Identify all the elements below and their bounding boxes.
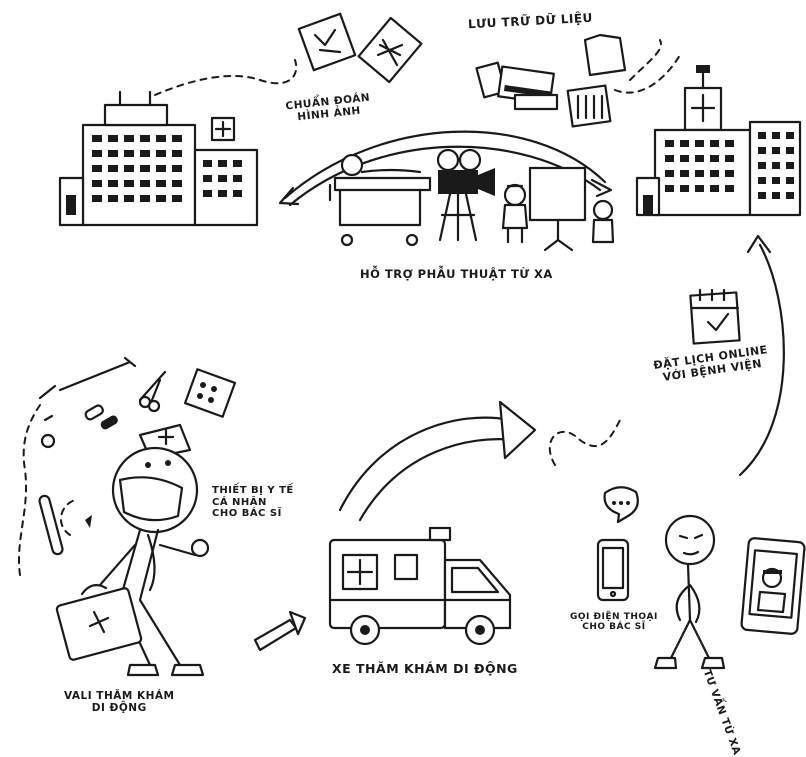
ambulance-icon: [330, 528, 510, 644]
label-thiet-bi-y-te: THIẾT BỊ Y TẾ CÁ NHÂN CHO BÁC SĨ: [212, 485, 294, 520]
medical-briefcase-icon: [56, 585, 142, 661]
presentation-screen-icon: [530, 168, 613, 250]
dashed-line-phone: [550, 420, 620, 465]
label-ho-tro-phau-thuat: HỖ TRỢ PHẪU THUẬT TỪ XA: [360, 268, 553, 281]
label-goi-dien-line1: GỌI ĐIỆN THOẠI: [570, 612, 658, 622]
medical-tools-icon: [40, 358, 235, 447]
dashed-line-storage: [630, 40, 661, 80]
label-vali-line1: VALI THĂM KHÁM: [64, 690, 174, 702]
patient-bed-icon: [330, 155, 430, 245]
label-xe-tham-kham: XE THĂM KHÁM DI ĐỘNG: [332, 662, 518, 676]
nurse-figure-icon: [503, 185, 527, 242]
label-vali-line2: DI ĐỘNG: [64, 702, 174, 714]
thermometer-icon: [38, 495, 92, 556]
label-vali-tham-kham: VALI THĂM KHÁM DI ĐỘNG: [64, 690, 174, 714]
video-camera-icon: [438, 150, 495, 240]
dashed-line-tools: [61, 500, 75, 535]
dashed-line-right-hospital: [615, 55, 680, 93]
label-goi-dien-thoai: GỌI ĐIỆN THOẠI CHO BÁC SĨ: [570, 612, 658, 633]
label-goi-dien-line2: CHO BÁC SĨ: [570, 622, 658, 632]
label-thiet-bi-line2: CÁ NHÂN: [212, 497, 294, 509]
dashed-line-doctor: [19, 405, 40, 575]
right-hospital-icon: [637, 65, 800, 215]
big-curved-arrow-icon: [340, 402, 535, 520]
phone-icon: [598, 487, 638, 600]
label-thiet-bi-line1: THIẾT BỊ Y TẾ: [212, 485, 294, 497]
dashed-line-left-hospital: [155, 60, 296, 95]
small-arrow-icon: [255, 612, 305, 650]
xray-card-icon: [299, 14, 422, 82]
data-storage-icon: [476, 35, 625, 126]
label-thiet-bi-line3: CHO BÁC SĨ: [212, 508, 294, 520]
patient-figure-icon: [655, 516, 724, 668]
left-hospital-icon: [60, 92, 257, 225]
tablet-video-call-icon: [741, 538, 805, 635]
calendar-icon: [690, 290, 739, 344]
